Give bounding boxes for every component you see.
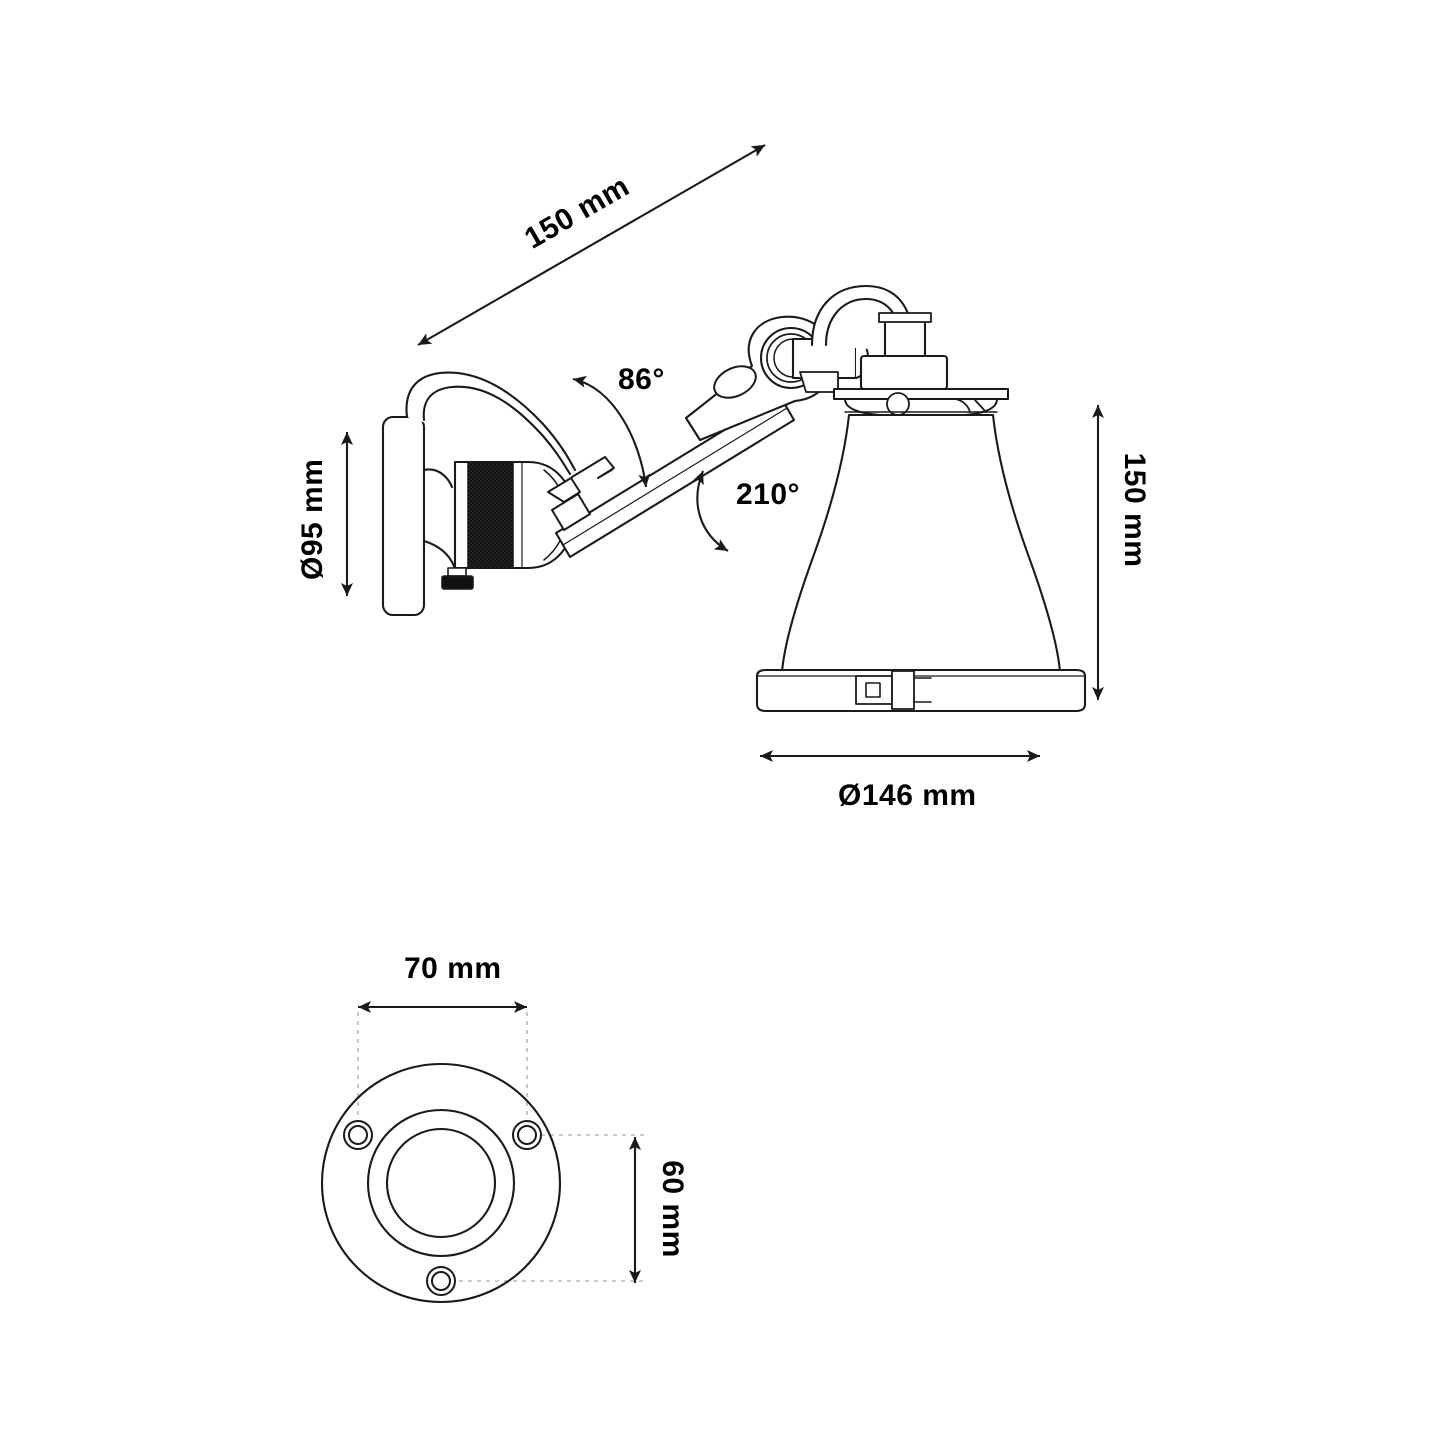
angle-arc-arm-swivel: [572, 375, 651, 488]
plate-inner-circle: [385, 1127, 497, 1239]
shade-top-collar: [833, 388, 1009, 416]
wall-mount-plate: [381, 415, 426, 617]
head-hinge: [684, 315, 870, 442]
label-shade-height: 150 mm: [1118, 452, 1151, 568]
label-plate-width: 70 mm: [404, 952, 502, 985]
label-mount-diameter: Ø95 mm: [296, 458, 329, 580]
plate-middle-circle: [366, 1108, 516, 1258]
lamp-arm: [547, 394, 796, 559]
lamp-shade: [780, 413, 1062, 674]
mounting-holes: [343, 1120, 542, 1296]
shade-bottom-rim: [755, 668, 1087, 713]
lamp-holder-block: [859, 312, 949, 391]
label-head-rotation-angle: 210°: [736, 478, 801, 511]
adjustment-screw: [441, 567, 474, 590]
plate-outer-circle: [320, 1062, 562, 1304]
dimension-reach-diagonal: [417, 144, 766, 346]
cable-upper-stub: [422, 468, 454, 489]
label-shade-diameter: Ø146 mm: [838, 779, 977, 812]
angle-arc-head-rotation: [692, 470, 729, 552]
label-hole-spacing: 60 mm: [656, 1160, 689, 1258]
label-arm-swivel-angle: 86°: [618, 363, 665, 396]
wall-plate-front-view: [320, 1001, 645, 1304]
swivel-joint-housing: [453, 460, 576, 570]
side-elevation-view: [381, 284, 1087, 713]
cable-loop: [405, 371, 577, 476]
